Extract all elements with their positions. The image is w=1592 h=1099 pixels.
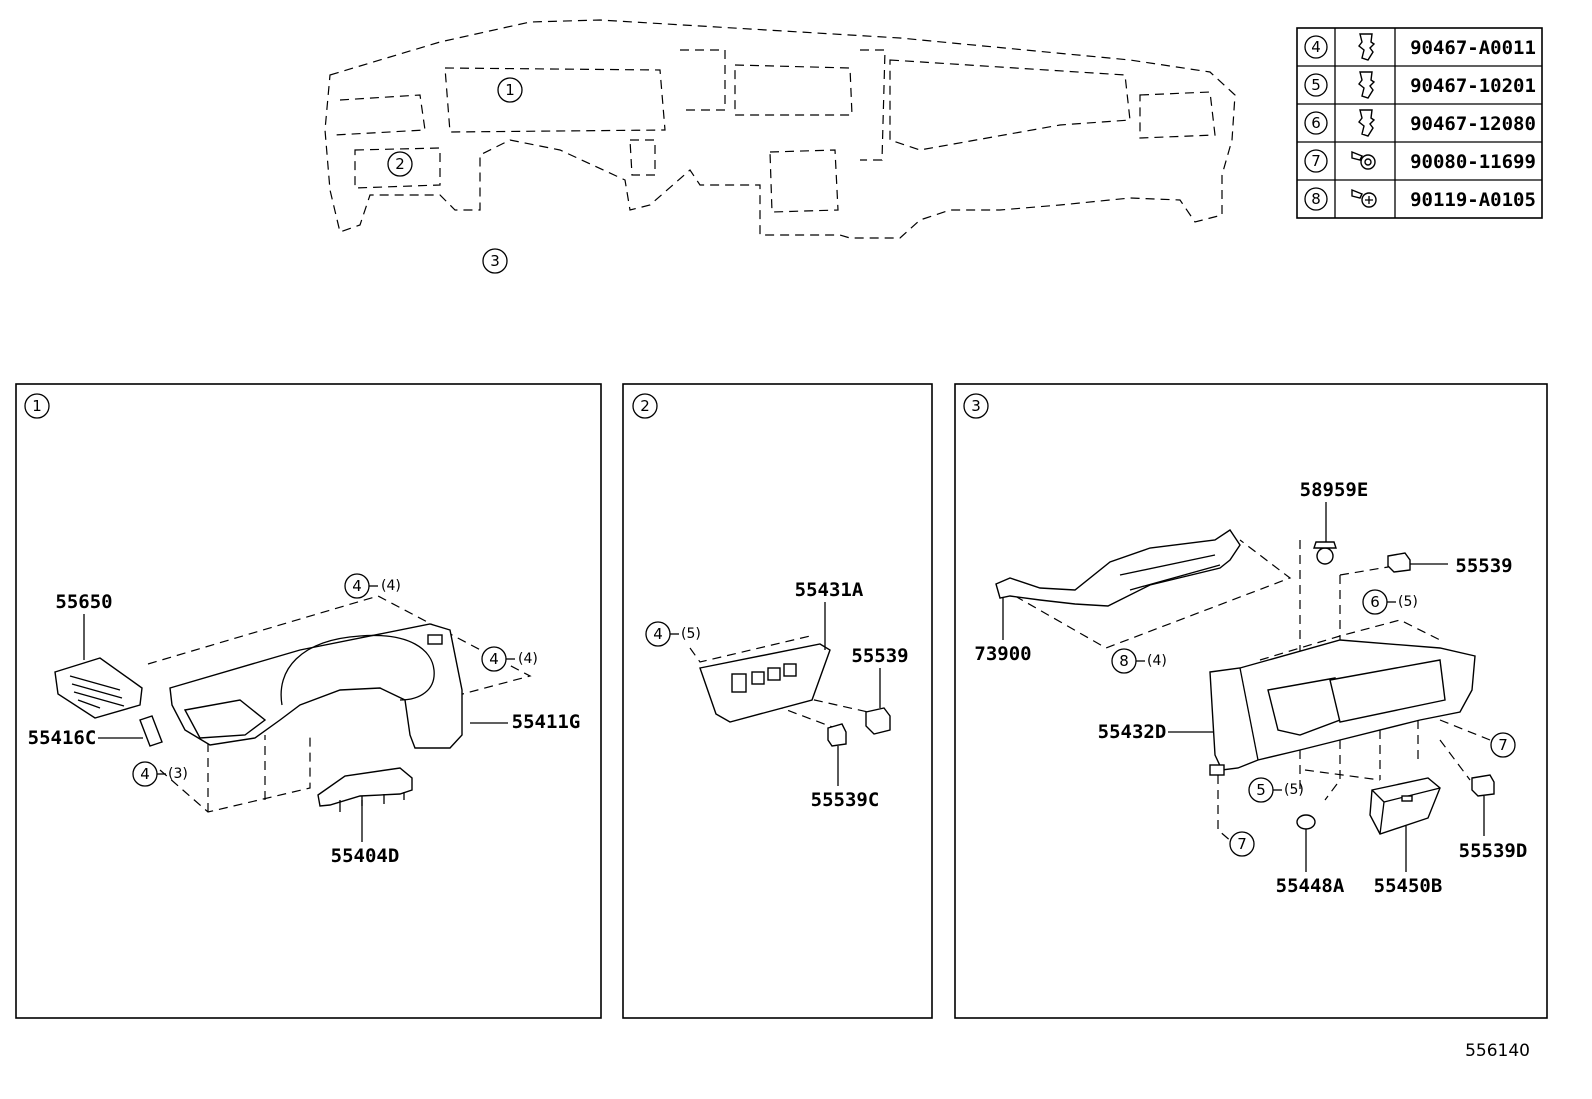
svg-text:7: 7 (1237, 835, 1247, 853)
part-55450B-box[interactable] (1369, 777, 1441, 835)
part-label-55448A: 55448A (1276, 875, 1345, 897)
part-label-55432D: 55432D (1098, 721, 1167, 743)
callout-8-qty-4[interactable]: 8 (4) (1111, 648, 1167, 674)
clip-icon (1358, 33, 1376, 61)
part-55404D-trim[interactable] (317, 767, 413, 812)
table-row[interactable]: 8 90119-A0105 (1304, 187, 1536, 211)
part-55650-vent[interactable] (54, 657, 143, 719)
panel-2 (622, 383, 933, 1019)
svg-text:(4): (4) (1147, 653, 1167, 669)
part-label-55650: 55650 (55, 591, 112, 613)
svg-text:2: 2 (395, 155, 405, 173)
svg-text:6: 6 (1370, 593, 1380, 611)
part-label-55539-panel2: 55539 (851, 645, 908, 667)
part-label-55404D: 55404D (331, 845, 400, 867)
table-row[interactable]: 6 90467-12080 (1304, 109, 1536, 137)
part-55416C[interactable] (139, 715, 163, 747)
svg-text:8: 8 (1119, 652, 1129, 670)
part-55431A-switch-panel[interactable] (699, 643, 831, 723)
svg-text:4: 4 (653, 625, 663, 643)
svg-text:4: 4 (140, 765, 150, 783)
part-55411G-cluster-panel[interactable] (169, 623, 463, 749)
svg-text:(4): (4) (381, 578, 401, 594)
svg-text:(5): (5) (1284, 782, 1304, 798)
part-58959E-clip[interactable] (1313, 541, 1337, 565)
panel-3-ref: 3 (963, 393, 989, 419)
callout-4-qty-5[interactable]: 4 (5) (645, 621, 701, 647)
part-55539-switch[interactable] (865, 707, 891, 735)
svg-text:(3): (3) (168, 766, 188, 782)
part-55539-switch[interactable] (1387, 552, 1411, 573)
table-row[interactable]: 4 90467-A0011 (1304, 33, 1536, 61)
callout-7-right[interactable]: 7 (1490, 732, 1516, 758)
screw-icon (1351, 150, 1376, 170)
part-label-55416C: 55416C (28, 727, 97, 749)
part-55539D-switch[interactable] (1471, 774, 1495, 797)
svg-text:90467-12080: 90467-12080 (1410, 113, 1536, 135)
svg-text:3: 3 (490, 252, 500, 270)
callout-4-qty-4-right[interactable]: 4 (4) (481, 646, 538, 672)
overview-callout-3[interactable]: 3 (482, 248, 508, 274)
svg-text:8: 8 (1311, 190, 1321, 208)
part-55448A-plug[interactable] (1296, 814, 1316, 830)
fastener-table (1296, 27, 1543, 219)
svg-text:1: 1 (32, 397, 42, 415)
panel-1 (15, 383, 602, 1019)
part-label-55411G: 55411G (512, 711, 581, 733)
svg-text:90467-A0011: 90467-A0011 (1410, 37, 1536, 59)
part-label-73900: 73900 (974, 643, 1031, 665)
svg-text:6: 6 (1311, 114, 1321, 132)
svg-text:7: 7 (1498, 736, 1508, 754)
svg-text:(5): (5) (1398, 594, 1418, 610)
callout-7-bottom[interactable]: 7 (1229, 831, 1255, 857)
part-label-55450B: 55450B (1374, 875, 1443, 897)
overview-callout-1[interactable]: 1 (497, 77, 523, 103)
clip-icon (1358, 109, 1376, 137)
callout-4-qty-4-top[interactable]: 4 (4) (344, 573, 401, 599)
svg-text:4: 4 (489, 650, 499, 668)
callout-4-qty-3[interactable]: 4 (3) (132, 761, 188, 787)
figure-id: 556140 (1465, 1041, 1530, 1061)
part-label-55539C: 55539C (811, 789, 880, 811)
svg-text:2: 2 (640, 397, 650, 415)
svg-text:4: 4 (1311, 38, 1321, 56)
svg-text:90080-11699: 90080-11699 (1410, 151, 1536, 173)
svg-text:(4): (4) (518, 651, 538, 667)
svg-text:90467-10201: 90467-10201 (1410, 75, 1536, 97)
clip-icon (1358, 71, 1376, 99)
svg-text:7: 7 (1311, 152, 1321, 170)
svg-text:(5): (5) (681, 626, 701, 642)
svg-text:3: 3 (971, 397, 981, 415)
overview-callout-2[interactable]: 2 (387, 151, 413, 177)
table-row[interactable]: 5 90467-10201 (1304, 71, 1536, 99)
svg-text:1: 1 (505, 81, 515, 99)
part-55432D-lower-panel[interactable] (1209, 639, 1476, 776)
panel-1-guides (147, 595, 532, 813)
dashboard-overview (324, 19, 1236, 239)
panel-3 (954, 383, 1548, 1019)
svg-text:5: 5 (1256, 781, 1266, 799)
part-label-55431A: 55431A (795, 579, 864, 601)
table-row[interactable]: 7 90080-11699 (1304, 149, 1536, 173)
callout-6-qty-5[interactable]: 6 (5) (1362, 589, 1418, 615)
part-73900-bracket[interactable] (995, 529, 1241, 607)
part-label-58959E: 58959E (1300, 479, 1369, 501)
part-55539C-switch[interactable] (827, 723, 847, 747)
panel-2-ref: 2 (632, 393, 658, 419)
part-label-55539-panel3: 55539 (1455, 555, 1512, 577)
panel-1-ref: 1 (24, 393, 50, 419)
callout-5-qty-5[interactable]: 5 (5) (1248, 777, 1304, 803)
screw-icon (1351, 188, 1377, 208)
svg-text:90119-A0105: 90119-A0105 (1410, 189, 1536, 211)
svg-text:4: 4 (352, 577, 362, 595)
svg-text:5: 5 (1311, 76, 1321, 94)
part-label-55539D: 55539D (1459, 840, 1528, 862)
